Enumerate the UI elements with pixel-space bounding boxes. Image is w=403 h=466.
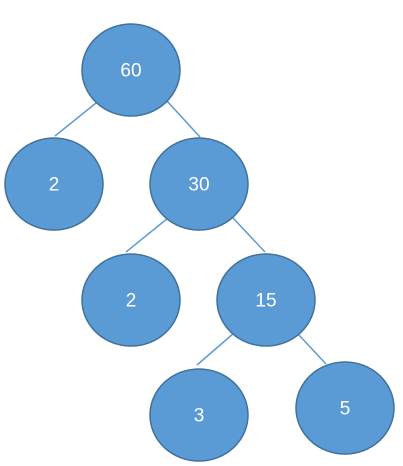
- tree-node-15: 15: [216, 253, 316, 347]
- node-label: 30: [188, 175, 209, 196]
- tree-node-60: 60: [81, 23, 181, 117]
- node-circle: [4, 137, 104, 231]
- edge-30-to-2: [125, 217, 169, 253]
- tree-node-2-middle: 2: [81, 253, 181, 347]
- tree-node-2-left: 2: [4, 137, 104, 231]
- node-label: 60: [120, 61, 141, 82]
- node-circle: [149, 368, 249, 462]
- tree-node-5: 5: [295, 361, 395, 455]
- edge-60-to-30: [166, 100, 201, 138]
- edge-60-to-2: [54, 102, 97, 137]
- edges: [54, 100, 327, 366]
- node-label: 2: [49, 175, 60, 196]
- node-circle: [295, 361, 395, 455]
- tree-node-3: 3: [149, 368, 249, 462]
- node-label: 3: [194, 406, 205, 427]
- edge-15-to-5: [297, 333, 327, 365]
- node-circle: [149, 137, 249, 231]
- node-label: 2: [126, 291, 137, 312]
- edge-15-to-3: [196, 332, 235, 366]
- node-label: 15: [255, 291, 276, 312]
- edge-30-to-15: [232, 217, 266, 253]
- node-circle: [81, 23, 181, 117]
- tree-node-30: 30: [149, 137, 249, 231]
- node-circle: [81, 253, 181, 347]
- node-circle: [216, 253, 316, 347]
- node-label: 5: [340, 399, 351, 420]
